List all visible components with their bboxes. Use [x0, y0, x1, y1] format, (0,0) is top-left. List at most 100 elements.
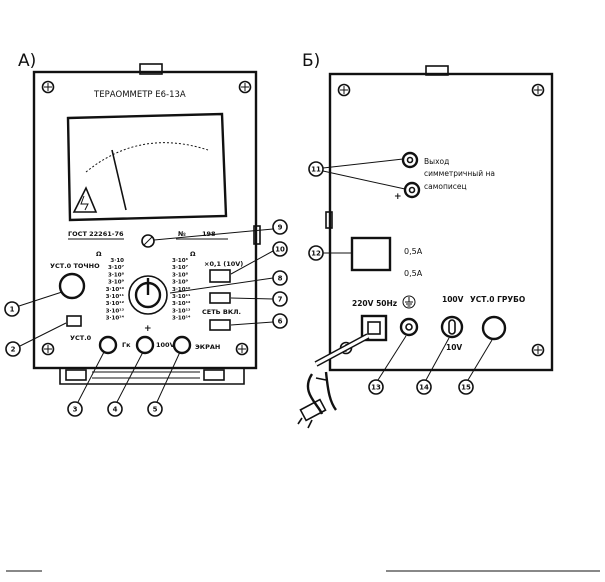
b-leader-line	[322, 158, 404, 169]
a-serial-number: 198	[202, 230, 216, 238]
a-right-scale-label: 3·10⁹	[172, 279, 189, 286]
a-ust-tochno-knob[interactable]	[58, 272, 86, 300]
b-ust-grubo-knob[interactable]	[481, 315, 507, 341]
a-device-title: ТЕРАОММЕТР Е6-13А	[93, 90, 186, 100]
b-ground-terminal[interactable]	[399, 317, 419, 337]
a-callout-circle	[67, 401, 83, 417]
b-leader-line	[425, 337, 450, 381]
a-omega-left: Ω	[96, 250, 102, 258]
a-left-scale-label: 3·10¹⁴	[106, 315, 125, 322]
ground-icon	[402, 295, 416, 309]
panel-b-label: Б)	[302, 51, 320, 71]
a-screw-icon	[41, 342, 55, 356]
a-handle	[139, 63, 163, 75]
b-ust-grubo-label: УСТ.0 ГРУБО	[470, 295, 525, 304]
a-range-scale-right: 3·10⁶3·10⁷3·10⁸3·10⁹3·10¹⁰3·10¹¹3·10¹²3·…	[172, 257, 191, 322]
a-callout-circle	[147, 401, 163, 417]
a-leader-line	[19, 322, 67, 347]
a-callout-circle	[272, 219, 288, 235]
a-100v-label: 100V	[156, 341, 175, 349]
a-left-scale-label: 3·10¹³	[106, 307, 125, 314]
a-meter-scale	[85, 142, 209, 173]
b-callout-circle	[416, 379, 432, 395]
a-mult-button[interactable]	[209, 269, 231, 283]
b-screw-icon	[337, 83, 351, 97]
a-leader-line	[77, 351, 105, 403]
a-side-latch	[253, 225, 261, 245]
a-ust0-button[interactable]	[66, 315, 82, 327]
a-callout-number: 8	[278, 274, 283, 282]
power-plug-icon	[297, 371, 337, 429]
a-callout-circle	[272, 270, 288, 286]
a-100v-terminal[interactable]	[135, 335, 155, 355]
b-fuse-block	[350, 236, 392, 272]
a-leader-line	[230, 321, 274, 326]
power-cord	[314, 333, 370, 367]
b-device-body	[328, 72, 554, 372]
a-adjust-screw[interactable]	[141, 234, 155, 248]
a-mult-label: ×0,1 (10V)	[204, 260, 243, 268]
a-screw-icon	[41, 80, 55, 94]
a-right-scale-label: 3·10¹⁰	[172, 286, 191, 293]
a-set-button[interactable]	[209, 292, 231, 304]
b-leader-line	[467, 339, 493, 381]
a-leader-line	[18, 291, 63, 307]
b-side-latch	[325, 211, 333, 229]
b-callout-number: 11	[311, 165, 321, 173]
a-right-scale-label: 3·10¹⁴	[172, 315, 191, 322]
b-output-jack-1[interactable]	[401, 151, 419, 169]
a-left-scale-label: 3·10¹¹	[106, 293, 125, 300]
a-leader-line	[169, 277, 274, 294]
b-callout-circle	[458, 379, 474, 395]
a-callout-circle	[4, 301, 20, 317]
a-callout-number: 3	[73, 405, 78, 413]
a-extra-button[interactable]	[209, 319, 231, 331]
a-plus-sign: +	[144, 324, 152, 334]
warning-icon	[72, 186, 98, 213]
a-right-scale-label: 3·10¹²	[172, 300, 191, 307]
a-feet	[59, 368, 245, 385]
b-callout-number: 13	[371, 383, 381, 391]
b-output-line3: самописец	[424, 182, 467, 191]
a-right-scale-label: 3·10¹¹	[172, 293, 191, 300]
a-ust0-label: УСТ.0	[70, 334, 92, 342]
b-leader-line	[322, 170, 406, 190]
a-screw-icon	[238, 80, 252, 94]
a-callout-number: 5	[153, 405, 158, 413]
b-output-plus: +	[394, 192, 402, 202]
a-callout-number: 9	[278, 223, 283, 231]
a-ekran-terminal[interactable]	[172, 335, 192, 355]
a-gk-terminal[interactable]	[98, 335, 118, 355]
a-left-scale-label: 3·10	[110, 258, 124, 264]
b-power-label: 220V 50Hz	[352, 299, 397, 308]
a-callout-circle	[272, 241, 288, 257]
a-leader-line	[156, 351, 181, 403]
b-100v-label: 100V	[442, 295, 464, 304]
b-output-jack-2[interactable]	[403, 181, 421, 199]
a-leader-line	[230, 297, 274, 300]
a-left-scale-label: 3·10¹⁰	[106, 286, 125, 293]
b-10v-label: 10V	[446, 343, 462, 352]
a-omega-right: Ω	[190, 250, 196, 258]
b-output-jack-1-core	[406, 156, 414, 164]
b-leader-line	[377, 335, 407, 381]
a-meter-needle	[111, 149, 127, 211]
a-callout-number: 10	[275, 245, 285, 253]
a-set-vkl-label: СЕТЬ ВКЛ.	[202, 308, 241, 316]
b-callout-circle	[308, 161, 324, 177]
a-range-scale-left: 3·103·10⁷3·10⁸3·10⁹3·10¹⁰3·10¹¹3·10¹²3·1…	[106, 258, 125, 322]
a-left-scale-label: 3·10¹²	[106, 300, 125, 307]
a-callout-number: 2	[11, 345, 16, 353]
b-voltage-toggle[interactable]	[440, 315, 464, 339]
a-callout-circle	[272, 313, 288, 329]
a-leader-line	[116, 351, 144, 403]
b-power-socket[interactable]	[360, 314, 388, 342]
a-right-scale-label: 3·10¹³	[172, 307, 191, 314]
b-screw-icon	[531, 83, 545, 97]
a-adjust-screw-slot	[143, 236, 153, 246]
a-meter-window	[66, 112, 228, 222]
